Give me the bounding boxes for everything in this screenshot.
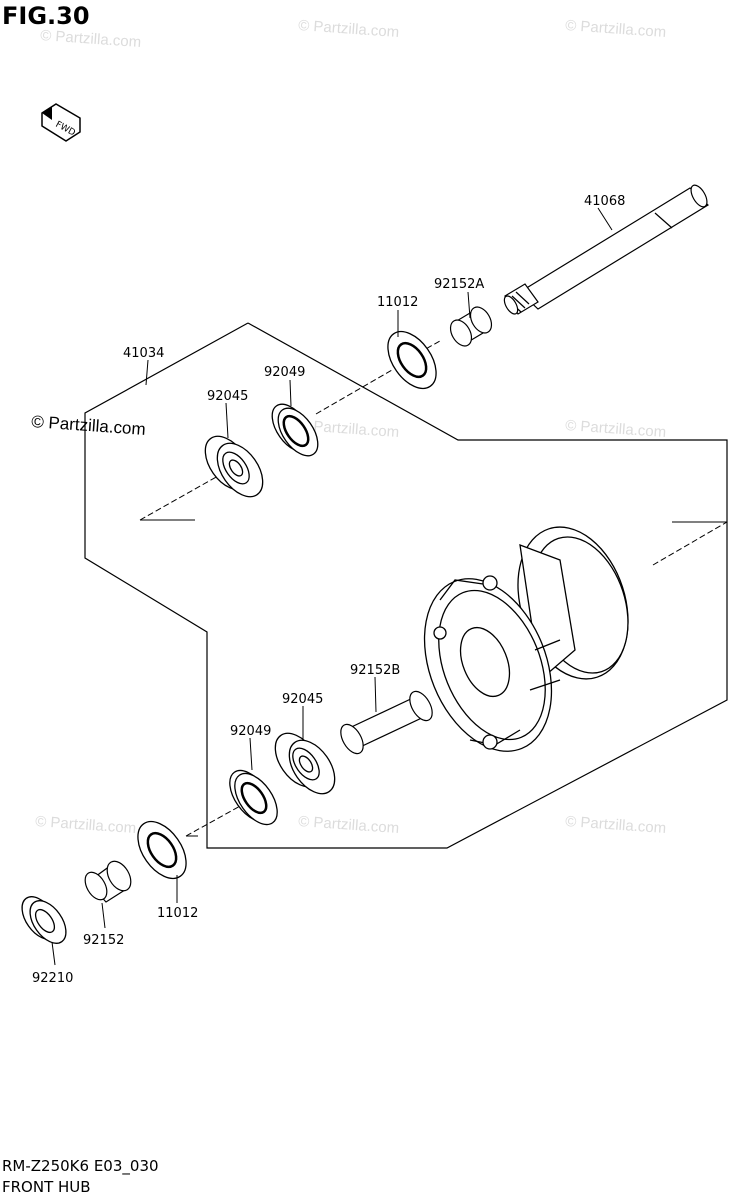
part-41068-axle <box>503 184 709 315</box>
part-11012-oil-seal-top <box>387 330 437 390</box>
watermark: © Partzilla.com <box>565 813 667 837</box>
part-92045-bearing-top <box>204 435 264 498</box>
part-92152B-collar <box>340 690 433 755</box>
label-41068: 41068 <box>584 194 625 209</box>
part-92152A-collar <box>449 306 493 347</box>
part-92045-bearing-bottom <box>274 732 336 795</box>
label-41034: 41034 <box>123 346 164 361</box>
label-92210: 92210 <box>32 971 73 986</box>
part-92152-collar <box>84 860 132 903</box>
label-92045-top: 92045 <box>207 389 248 404</box>
label-92152A: 92152A <box>434 277 484 292</box>
label-11012-top: 11012 <box>377 295 418 310</box>
watermark: © Partzilla.com <box>298 17 400 41</box>
part-92210-nut <box>21 896 67 944</box>
section-name: FRONT HUB <box>2 1178 91 1196</box>
watermark: © Partzilla.com <box>565 417 667 441</box>
label-92152: 92152 <box>83 933 124 948</box>
part-front-hub <box>423 526 629 752</box>
label-92045-bottom: 92045 <box>282 692 323 707</box>
part-92049-seal-top <box>271 403 319 457</box>
axis-dash-lines <box>139 340 728 837</box>
part-labels: 41068 92152A 11012 41034 92049 92045 921… <box>32 194 625 986</box>
assembly-boundary-41034 <box>84 322 728 849</box>
watermark: © Partzilla.com <box>35 813 137 837</box>
part-11012-oil-seal-bottom <box>137 820 187 880</box>
watermark: © Partzilla.com <box>40 27 142 51</box>
watermark: © Partzilla.com <box>298 813 400 837</box>
part-92049-seal-bottom <box>229 769 278 826</box>
label-11012-bottom: 11012 <box>157 906 198 921</box>
model-code: RM-Z250K6 E03_030 <box>2 1157 159 1175</box>
label-92049-bottom: 92049 <box>230 724 271 739</box>
watermark: © Partzilla.com <box>565 17 667 41</box>
fwd-arrow-icon: FWD <box>41 103 81 142</box>
figure-label: FIG.30 <box>2 2 90 30</box>
label-92152B: 92152B <box>350 663 400 678</box>
label-92049-top: 92049 <box>264 365 305 380</box>
leader-lines <box>51 207 613 966</box>
